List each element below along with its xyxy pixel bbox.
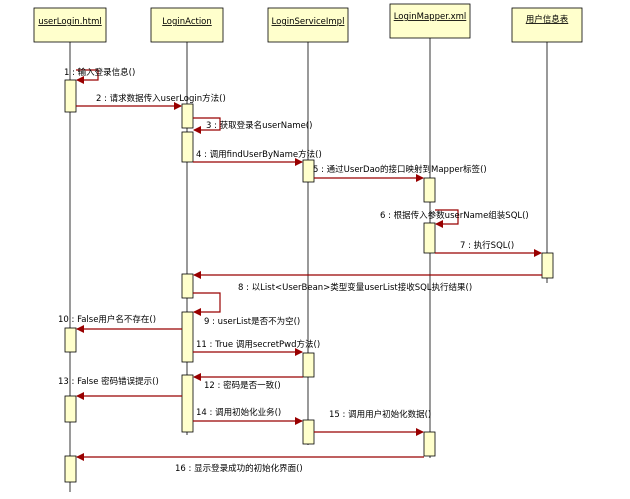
message-label: 8 : 以List<UserBean>类型变量userList接收SQL执行结果…	[238, 282, 472, 293]
activation-bar	[64, 79, 77, 113]
message-label: 11 : True 调用secretPwd方法()	[196, 339, 320, 350]
message-8: 8 : 以List<UserBean>类型变量userList接收SQL执行结果…	[193, 271, 542, 293]
message-label: 6 : 根据传入参数userName组装SQL()	[380, 210, 529, 221]
activation-bar	[64, 455, 77, 483]
message-label: 16 : 显示登录成功的初始化界面()	[175, 463, 303, 474]
message-16: 16 : 显示登录成功的初始化界面()	[76, 453, 424, 474]
message-13: 13 : False 密码错误提示()	[58, 376, 182, 400]
activation-bar	[302, 159, 315, 183]
message-label: 1 : 输入登录信息()	[64, 67, 135, 78]
message-label: 9 : userList是否不为空()	[204, 316, 300, 327]
message-label: 5 : 通过UserDao的接口映射到Mapper标签()	[313, 164, 487, 175]
activation-bar	[302, 419, 315, 445]
activation-bar	[64, 395, 77, 423]
message-7: 7 : 执行SQL()	[435, 240, 542, 257]
participant-loginmapper-xml: LoginMapper.xml	[389, 3, 471, 39]
message-11: 11 : True 调用secretPwd方法()	[193, 339, 320, 356]
activation-bar	[423, 222, 436, 254]
activation-bar	[181, 311, 194, 363]
participant-label: LoginServiceImpl	[272, 17, 345, 27]
activation-bar	[181, 273, 194, 299]
message-label: 4 : 调用findUserByName方法()	[196, 149, 322, 160]
activation-bar	[302, 352, 315, 378]
participant-user-info-table: 用户信息表	[511, 7, 583, 43]
message-label: 14 : 调用初始化业务()	[196, 407, 281, 418]
message-12: 12 : 密码是否一致()	[193, 373, 303, 391]
message-14: 14 : 调用初始化业务()	[193, 407, 303, 425]
activation-bar	[423, 177, 436, 203]
activation-bar	[181, 103, 194, 129]
activation-bar	[423, 431, 436, 457]
message-label: 13 : False 密码错误提示()	[58, 376, 159, 387]
participant-userlogin-html: userLogin.html	[33, 7, 107, 43]
activation-bar	[64, 327, 77, 353]
message-3: 3 : 获取登录名userName()	[193, 117, 312, 134]
message-15: 15 : 调用用户初始化数据()	[314, 409, 431, 436]
message-label: 12 : 密码是否一致()	[204, 380, 281, 391]
participant-label: 用户信息表	[526, 14, 569, 25]
message-2: 2 : 请求数据传入userLogin方法()	[76, 93, 226, 110]
message-6: 6 : 根据传入参数userName组装SQL()	[380, 209, 529, 228]
message-label: 3 : 获取登录名userName()	[206, 120, 312, 131]
participant-label: userLogin.html	[38, 17, 102, 27]
message-5: 5 : 通过UserDao的接口映射到Mapper标签()	[313, 164, 487, 182]
participant-loginserviceimpl: LoginServiceImpl	[267, 7, 349, 43]
activation-bar	[181, 374, 194, 433]
message-label: 2 : 请求数据传入userLogin方法()	[96, 93, 226, 104]
participant-label: LoginAction	[162, 17, 212, 27]
message-10: 10 : False用户名不存在()	[58, 314, 182, 333]
message-label: 15 : 调用用户初始化数据()	[329, 409, 431, 420]
message-1: 1 : 输入登录信息()	[64, 67, 135, 84]
message-4: 4 : 调用findUserByName方法()	[193, 149, 322, 166]
message-9: 9 : userList是否不为空()	[193, 292, 300, 327]
participant-loginaction: LoginAction	[150, 7, 224, 43]
activation-bar	[541, 252, 554, 279]
activation-bar	[181, 131, 194, 163]
participant-label: LoginMapper.xml	[394, 12, 467, 22]
message-label: 7 : 执行SQL()	[460, 240, 514, 251]
message-label: 10 : False用户名不存在()	[58, 314, 156, 325]
